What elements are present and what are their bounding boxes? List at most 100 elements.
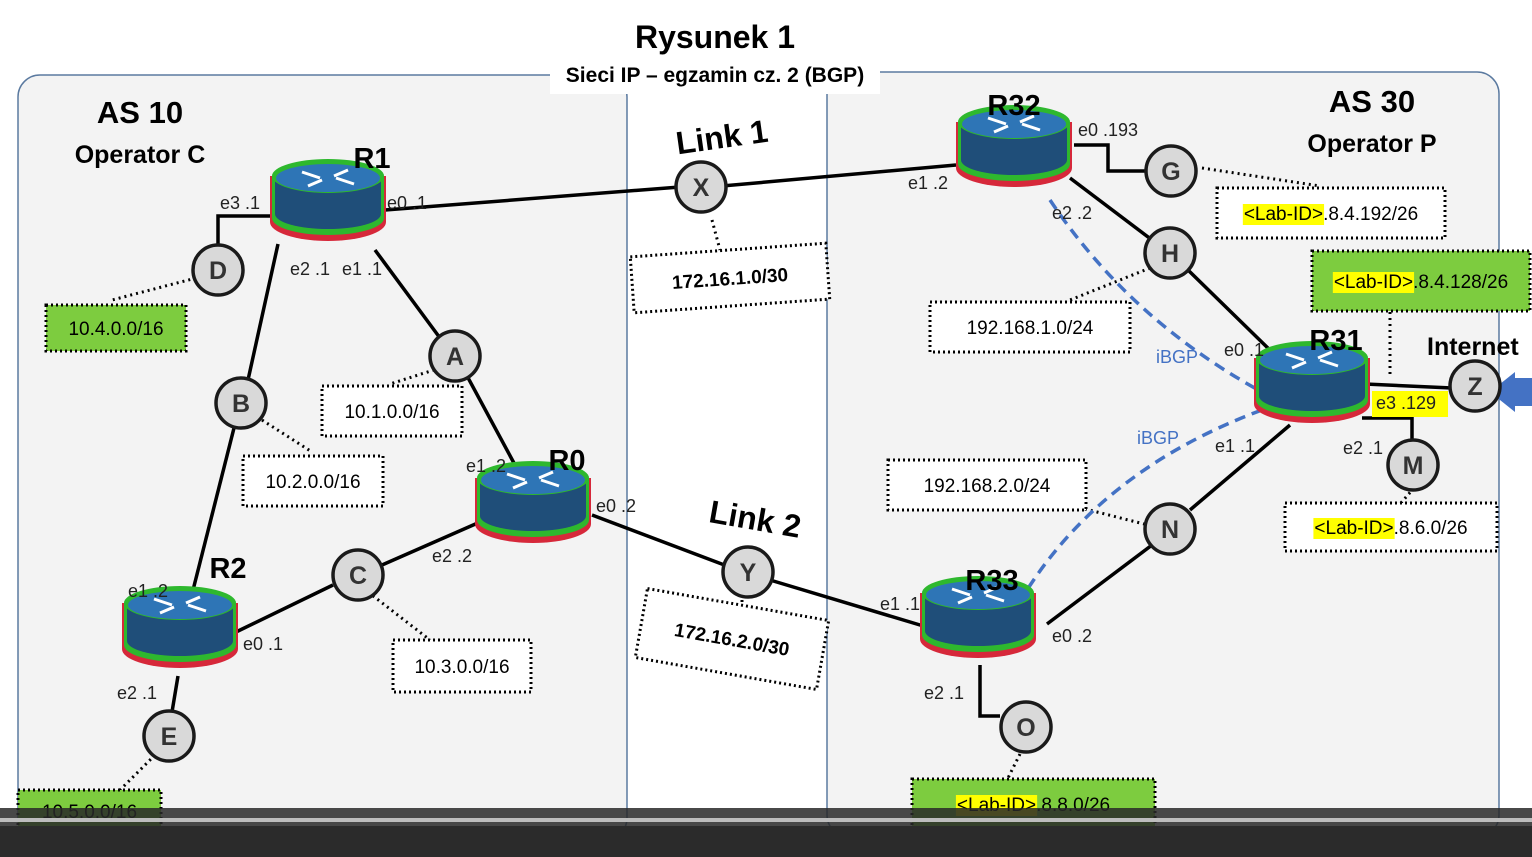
svg-text:N: N: [1161, 516, 1179, 544]
node-n: N: [1143, 502, 1197, 556]
node-a: A: [428, 329, 482, 383]
interface-labels: e3 .1 e0 .1 e2 .1 e1 .1 e1 .2 e0 .2 e2 .2 e1 .2…: [117, 120, 1448, 703]
svg-text:<Lab-ID>.8.6.0/26: <Lab-ID>.8.6.0/26: [1314, 518, 1467, 539]
svg-text:10.1.0.0/16: 10.1.0.0/16: [344, 402, 439, 423]
network-label-n: 192.168.2.0/24: [886, 458, 1088, 512]
node-e: E: [142, 709, 196, 763]
router-label-r33: R33: [965, 565, 1018, 597]
interface-label: e2 .2: [432, 546, 472, 566]
svg-text:10.4.0.0/16: 10.4.0.0/16: [68, 319, 163, 340]
interface-label: e1 .2: [128, 581, 168, 601]
svg-text:Y: Y: [740, 559, 757, 587]
nodes: D A B C E X Y G H N M O Z: [142, 144, 1502, 763]
node-b: B: [214, 376, 268, 430]
link2-label: Link 2: [707, 493, 804, 545]
svg-text:Z: Z: [1467, 373, 1482, 401]
node-y: Y: [721, 545, 775, 599]
svg-text:C: C: [349, 562, 367, 590]
router-arrows-icon: [506, 470, 560, 490]
ibgp-label-1: iBGP: [1156, 347, 1198, 367]
figure-subtitle: Sieci IP – egzamin cz. 2 (BGP): [566, 64, 864, 87]
network-label-m: <Lab-ID>.8.6.0/26: [1283, 501, 1499, 553]
node-m: M: [1386, 438, 1440, 492]
router-r33: [920, 576, 1036, 658]
node-h: H: [1143, 226, 1197, 280]
router-arrows-icon: [951, 585, 1005, 605]
interface-label: e2 .1: [290, 259, 330, 279]
interface-label: e0 .1: [243, 634, 283, 654]
svg-text:<Lab-ID>.8.4.128/26: <Lab-ID>.8.4.128/26: [1334, 272, 1508, 293]
internet-arrow-icon: [1490, 372, 1532, 412]
interface-label: e2 .2: [1052, 203, 1092, 223]
svg-text:H: H: [1161, 240, 1179, 268]
svg-text:<Lab-ID>.8.4.192/26: <Lab-ID>.8.4.192/26: [1244, 204, 1418, 225]
link1-label: Link 1: [674, 113, 771, 162]
interface-label: e2 .1: [924, 683, 964, 703]
node-x: X: [674, 160, 728, 214]
svg-text:G: G: [1161, 158, 1180, 186]
svg-text:10.2.0.0/16: 10.2.0.0/16: [265, 472, 360, 493]
interface-label: e1 .2: [466, 456, 506, 476]
router-label-r32: R32: [987, 90, 1040, 122]
router-label-r1: R1: [353, 143, 390, 175]
node-z: Z: [1448, 359, 1502, 413]
as30-operator: Operator P: [1307, 130, 1436, 158]
links: [170, 143, 1453, 718]
svg-text:E: E: [161, 723, 178, 751]
subtitle-bg: [550, 58, 880, 94]
svg-text:192.168.2.0/24: 192.168.2.0/24: [924, 476, 1051, 497]
interface-label: e1 .1: [1215, 436, 1255, 456]
svg-text:A: A: [446, 343, 464, 371]
router-label-r2: R2: [209, 553, 246, 585]
network-label-a: 10.1.0.0/16: [320, 384, 464, 438]
node-g: G: [1144, 144, 1198, 198]
svg-text:B: B: [232, 390, 250, 418]
router-label-r31: R31: [1309, 325, 1362, 357]
interface-label: e2 .1: [1343, 438, 1383, 458]
video-controls-area: [0, 826, 1532, 857]
svg-text:D: D: [209, 257, 227, 285]
router-arrows-icon: [1285, 350, 1339, 370]
router-label-r0: R0: [548, 445, 585, 477]
router-r2: [122, 586, 238, 668]
svg-text:10.3.0.0/16: 10.3.0.0/16: [414, 657, 509, 678]
network-leaders: [111, 166, 1416, 792]
interface-label: e0 .193: [1078, 120, 1138, 140]
svg-text:M: M: [1403, 452, 1424, 480]
svg-text:192.168.1.0/24: 192.168.1.0/24: [967, 318, 1094, 339]
interface-label: e1 .1: [880, 594, 920, 614]
iface-highlight: [1372, 391, 1448, 417]
as10-operator: Operator C: [75, 141, 206, 169]
network-label-y: 172.16.2.0/30: [633, 586, 831, 692]
node-d: D: [191, 243, 245, 297]
router-arrows-icon: [301, 168, 355, 188]
router-r31: [1254, 341, 1370, 423]
node-c: C: [331, 548, 385, 602]
ibgp-label-2: iBGP: [1137, 428, 1179, 448]
video-progress-track[interactable]: [0, 818, 1532, 822]
internet-label: Internet: [1427, 333, 1519, 361]
network-labels: 10.4.0.0/16 10.1.0.0/16 10.2.0.0/16 10.3.0.…: [16, 186, 1532, 834]
svg-text:X: X: [693, 174, 710, 202]
ibgp-sessions: [1020, 199, 1263, 599]
interface-label: e2 .1: [117, 683, 157, 703]
node-o: O: [999, 700, 1053, 754]
network-label-h: 192.168.1.0/24: [928, 300, 1132, 354]
interface-label: e3 .1: [220, 193, 260, 213]
interface-label: e0 .1: [1224, 340, 1264, 360]
as30-name: AS 30: [1329, 84, 1415, 119]
network-label-g: <Lab-ID>.8.4.192/26: [1215, 186, 1447, 240]
router-r0: [475, 461, 591, 543]
network-label-c: 10.3.0.0/16: [391, 638, 533, 694]
network-label-x: 172.16.1.0/30: [628, 241, 832, 315]
network-label-b: 10.2.0.0/16: [241, 454, 385, 508]
as10-name: AS 10: [97, 95, 183, 130]
router-arrows-icon: [987, 114, 1041, 134]
interface-label: e1 .1: [342, 259, 382, 279]
svg-text:O: O: [1016, 714, 1035, 742]
interface-label: e0 .2: [1052, 626, 1092, 646]
network-label-d: 10.4.0.0/16: [44, 303, 188, 353]
network-label-z: <Lab-ID>.8.4.128/26: [1310, 249, 1532, 313]
